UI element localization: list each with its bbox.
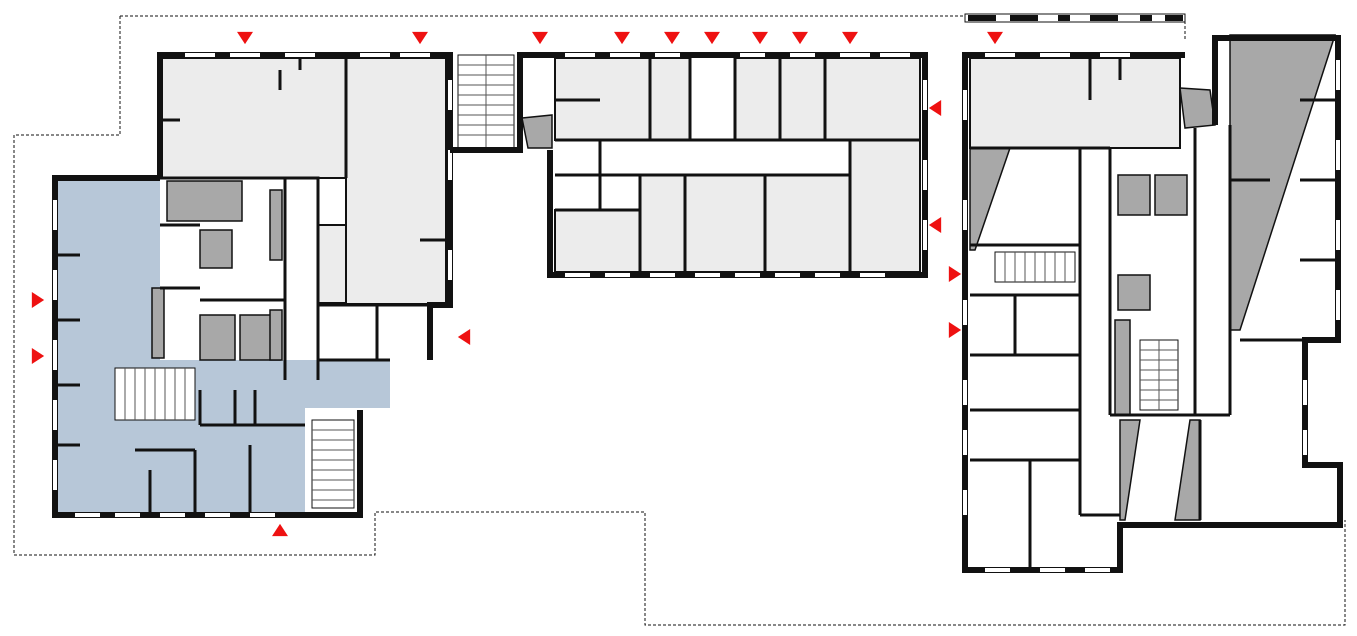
shaft bbox=[1179, 87, 1216, 129]
room[interactable] bbox=[969, 57, 1181, 149]
red-triangle-icon[interactable] bbox=[272, 523, 288, 537]
red-triangle-icon[interactable] bbox=[31, 348, 45, 364]
room[interactable] bbox=[824, 57, 921, 141]
shaft bbox=[1229, 34, 1337, 331]
red-triangle-icon[interactable] bbox=[987, 31, 1003, 45]
stairs-icon bbox=[311, 419, 355, 509]
room[interactable] bbox=[849, 139, 921, 273]
red-triangle-icon[interactable] bbox=[412, 31, 428, 45]
exterior-wall bbox=[962, 35, 1343, 573]
elevator-core bbox=[1117, 174, 1151, 216]
shaft bbox=[1174, 419, 1201, 521]
red-triangle-icon[interactable] bbox=[752, 31, 768, 45]
interior-wall bbox=[970, 58, 1338, 570]
windows bbox=[565, 53, 927, 277]
stairs-icon bbox=[457, 54, 515, 151]
shaft bbox=[269, 309, 283, 361]
room[interactable] bbox=[649, 57, 691, 141]
elevator-core bbox=[521, 114, 553, 149]
red-triangle-icon[interactable] bbox=[928, 100, 942, 116]
red-triangle-icon[interactable] bbox=[532, 31, 548, 45]
room[interactable] bbox=[639, 174, 686, 273]
room[interactable] bbox=[317, 224, 347, 304]
interior-wall bbox=[57, 58, 446, 512]
stair-core bbox=[166, 180, 243, 222]
red-triangle-icon[interactable] bbox=[704, 31, 720, 45]
selected-apartment[interactable] bbox=[57, 178, 390, 512]
elevator-core bbox=[1154, 174, 1188, 216]
room[interactable] bbox=[764, 174, 851, 273]
red-triangle-icon[interactable] bbox=[664, 31, 680, 45]
red-triangle-icon[interactable] bbox=[928, 217, 942, 233]
red-triangle-icon[interactable] bbox=[948, 266, 962, 282]
elevator-core bbox=[1117, 274, 1151, 311]
windows bbox=[53, 53, 452, 517]
elevator-core bbox=[199, 314, 236, 361]
exterior-wall bbox=[450, 52, 928, 278]
shaft bbox=[969, 147, 1012, 251]
shaft bbox=[1114, 319, 1131, 416]
shaft bbox=[269, 189, 283, 261]
shaft bbox=[151, 287, 165, 359]
room[interactable] bbox=[684, 174, 766, 273]
red-triangle-icon[interactable] bbox=[31, 292, 45, 308]
stairs-icon bbox=[114, 367, 196, 421]
room[interactable] bbox=[159, 57, 347, 179]
roof-band bbox=[964, 13, 1186, 23]
red-triangle-icon[interactable] bbox=[948, 322, 962, 338]
stair-core bbox=[199, 229, 233, 269]
room[interactable] bbox=[779, 57, 826, 141]
stairs-icon bbox=[1139, 339, 1179, 411]
shaft bbox=[1119, 419, 1141, 521]
red-triangle-icon[interactable] bbox=[842, 31, 858, 45]
red-triangle-icon[interactable] bbox=[792, 31, 808, 45]
room[interactable] bbox=[554, 209, 641, 273]
exterior-wall bbox=[52, 175, 363, 518]
stairs-icon bbox=[994, 251, 1076, 283]
red-triangle-icon[interactable] bbox=[237, 31, 253, 45]
windows bbox=[963, 53, 1340, 572]
red-triangle-icon[interactable] bbox=[614, 31, 630, 45]
room[interactable] bbox=[734, 57, 781, 141]
interior-wall bbox=[555, 58, 920, 272]
room[interactable] bbox=[345, 57, 447, 305]
red-triangle-icon[interactable] bbox=[457, 329, 471, 345]
